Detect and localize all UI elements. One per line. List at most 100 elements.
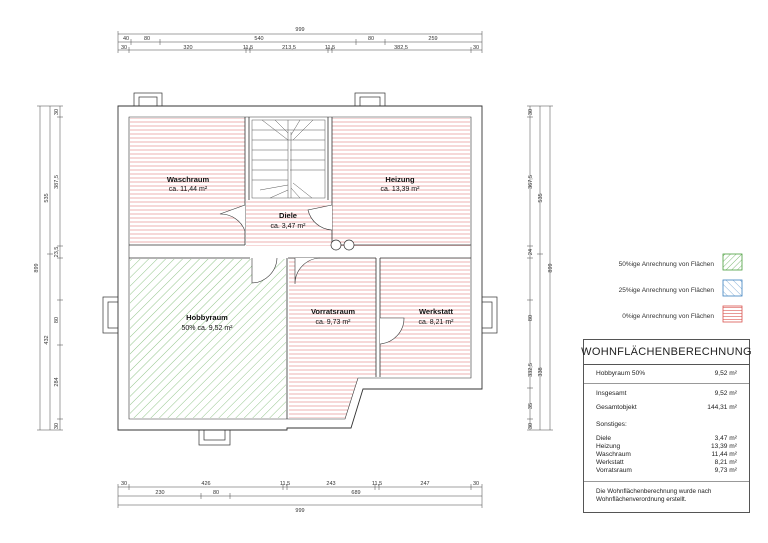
calculation-title: WOHNFLÄCHENBERECHNUNG — [581, 340, 752, 365]
calc-value: 9,52 m² — [714, 370, 737, 377]
legend-swatch-0 — [722, 305, 743, 323]
doors — [219, 204, 405, 345]
room-name-diele: Diele — [279, 211, 297, 220]
calc-row-other: Diele 3,47 m² — [596, 435, 737, 442]
dim-label: 367,5 — [528, 175, 534, 189]
dim-label: 332,5 — [528, 363, 534, 377]
dim-label: 899 — [34, 263, 40, 272]
top-dimension-labels: 999 40 80 540 80 259 30 320 11,5 213,5 1… — [121, 27, 479, 51]
calc-label: Sonstiges: — [596, 421, 627, 428]
legend-label-50: 50%ige Anrechnung von Flächen — [619, 261, 715, 268]
dim-label: 320 — [183, 45, 192, 51]
area-calculation-panel: WOHNFLÄCHENBERECHNUNG Hobbyraum 50% 9,52… — [581, 339, 752, 513]
calc-label: Heizung — [596, 443, 621, 450]
dim-label: 689 — [351, 490, 360, 496]
boiler-icon — [330, 239, 355, 251]
room-name-hobbyraum: Hobbyraum — [186, 313, 228, 322]
dim-label: 11,5 — [325, 45, 335, 51]
legend: 50%ige Anrechnung von Flächen 25%ige Anr… — [619, 253, 743, 323]
calc-label: Insgesamt — [596, 390, 627, 397]
dim-label: 11,5 — [280, 481, 290, 487]
dim-label: 40 — [123, 36, 129, 42]
top-dimensions — [117, 31, 483, 53]
dim-label: 535 — [538, 193, 544, 202]
right-dimension-labels: 30 367,5 24 80 332,5 35 30 535 338 899 — [528, 109, 554, 429]
room-name-werkstatt: Werkstatt — [419, 307, 454, 316]
bottom-dimension-labels: 30 426 11,5 243 11,5 247 30 230 80 689 9… — [121, 481, 479, 514]
legend-label-25: 25%ige Anrechnung von Flächen — [619, 287, 715, 294]
divider — [584, 383, 749, 384]
calculation-note-line2: Wohnflächenverordnung erstellt. — [596, 496, 687, 503]
calc-label: Vorratsraum — [596, 467, 632, 474]
inner-wall-line — [128, 116, 472, 420]
left-dimensions — [37, 105, 63, 431]
dim-label: 11,5 — [243, 45, 253, 51]
calc-row-insgesamt: Insgesamt 9,52 m² — [596, 390, 737, 397]
divider — [584, 481, 749, 482]
dim-label: 899 — [548, 263, 554, 272]
dim-label: 35 — [528, 403, 534, 409]
dim-label: 243 — [326, 481, 335, 487]
dim-label: 999 — [295, 508, 304, 514]
calc-row-gesamtobjekt: Gesamtobjekt 144,31 m² — [596, 404, 737, 411]
dim-label: 30 — [473, 45, 479, 51]
room-area-werkstatt: ca. 8,21 m² — [418, 319, 454, 326]
dim-label: 230 — [155, 490, 164, 496]
calc-row-other: Waschraum 11,44 m² — [596, 451, 737, 458]
room-name-waschraum: Waschraum — [167, 175, 210, 184]
calc-value: 11,44 m² — [711, 451, 737, 458]
dim-label: 30 — [528, 423, 534, 429]
dim-label: 80 — [213, 490, 219, 496]
dim-label: 259 — [428, 36, 437, 42]
werkstatt-hatch — [380, 258, 470, 377]
heizung-hatch — [332, 118, 470, 246]
calc-row-hobby: Hobbyraum 50% 9,52 m² — [596, 370, 737, 377]
dim-label: 80 — [54, 317, 60, 323]
dim-label: 432 — [44, 335, 50, 344]
dim-label: 80 — [144, 36, 150, 42]
vorratsraum-hatch — [289, 258, 376, 418]
dim-label: 338 — [538, 367, 544, 376]
room-area-waschraum: ca. 11,44 m² — [169, 186, 208, 193]
dim-label: 30 — [54, 109, 60, 115]
dim-label: 999 — [295, 27, 304, 33]
calc-row-other: Heizung 13,39 m² — [596, 443, 737, 450]
calc-value: 13,39 m² — [710, 443, 737, 450]
calculation-note-line1: Die Wohnflächenberechnung wurde nach — [596, 488, 712, 495]
right-dimensions — [527, 105, 553, 431]
calc-label: Gesamtobjekt — [596, 404, 637, 411]
dim-label: 11,5 — [372, 481, 382, 487]
dim-label: 382,5 — [394, 45, 408, 51]
room-name-heizung: Heizung — [385, 175, 415, 184]
calc-value: 3,47 m² — [714, 435, 737, 442]
calc-value: 9,73 m² — [714, 467, 737, 474]
calc-row-other: Werkstatt 8,21 m² — [596, 459, 737, 466]
dim-label: 247 — [420, 481, 429, 487]
calc-value: 144,31 m² — [707, 404, 737, 411]
calc-label: Hobbyraum 50% — [596, 370, 646, 377]
room-name-vorratsraum: Vorratsraum — [311, 307, 355, 316]
dim-label: 23,5 — [54, 247, 60, 258]
calc-label: Diele — [596, 435, 612, 442]
left-dimension-labels: 899 535 432 30 387,5 23,5 80 284 30 — [34, 109, 60, 429]
calc-label: Werkstatt — [596, 459, 624, 466]
staircase — [251, 119, 326, 199]
calc-value: 9,52 m² — [714, 390, 737, 397]
room-labels: Waschraum ca. 11,44 m² Heizung ca. 13,39… — [167, 175, 454, 332]
room-area-heizung: ca. 13,39 m² — [381, 186, 421, 193]
dim-label: 540 — [254, 36, 263, 42]
hobbyraum-hatch — [130, 259, 286, 418]
light-wells — [102, 92, 498, 446]
calc-sonstiges-heading: Sonstiges: — [596, 421, 737, 428]
calc-label: Waschraum — [596, 451, 631, 458]
dim-label: 30 — [54, 423, 60, 429]
legend-label-0: 0%ige Anrechnung von Flächen — [622, 313, 714, 320]
waschraum-hatch — [130, 118, 245, 245]
dim-label: 213,5 — [282, 45, 296, 51]
dim-label: 80 — [528, 315, 534, 321]
room-area-diele: ca. 3,47 m² — [270, 223, 306, 230]
room-area-vorratsraum: ca. 9,73 m² — [315, 319, 351, 326]
dim-label: 30 — [528, 109, 534, 115]
dim-label: 30 — [121, 481, 127, 487]
